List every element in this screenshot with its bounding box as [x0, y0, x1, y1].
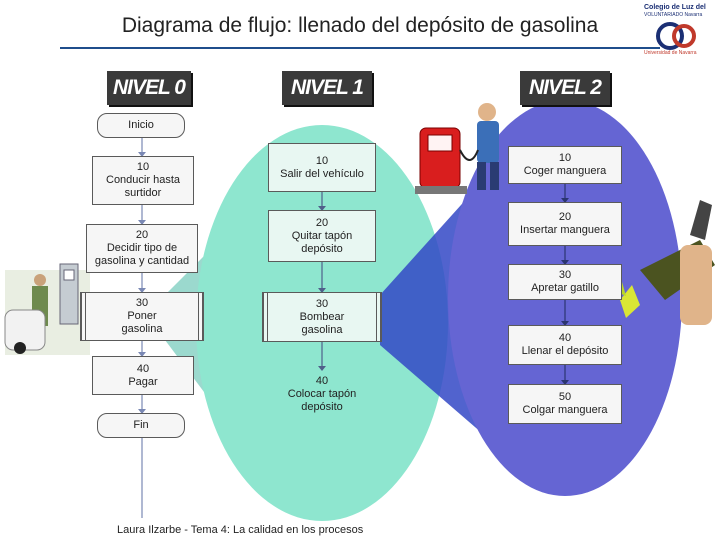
level0-step-40-num: 40 — [136, 362, 150, 375]
level1-step-10-text: Salir del vehículo — [280, 167, 364, 180]
level2-step-50: 50 Colgar manguera — [508, 384, 622, 424]
level1-step-40: 40 Colocar tapón depósito — [274, 370, 370, 418]
logo-text-line2: VOLUNTARIADO Navarra — [644, 12, 703, 18]
level2-arrowheads — [561, 198, 569, 385]
level-1-header: NIVEL 1 — [282, 71, 372, 105]
end-label: Fin — [133, 419, 149, 431]
footer-text: Laura Ilzarbe - Tema 4: La calidad en lo… — [117, 524, 364, 536]
level0-step-20-num: 20 — [135, 229, 149, 241]
level-2-header: NIVEL 2 — [520, 71, 610, 105]
level1-arrowheads — [318, 206, 326, 371]
title-underline — [60, 47, 660, 49]
logo-emblem-icon — [656, 22, 696, 50]
level1-step-40-num: 40 — [315, 374, 329, 387]
level2-step-20-num: 20 — [558, 211, 572, 223]
level1-step-10: 10 Salir del vehículo — [268, 143, 376, 192]
level2-step-40: 40 Llenar el depósito — [508, 325, 622, 365]
fuel-pump-attendant-icon — [415, 103, 499, 194]
level0-step-10: 10 Conducir hasta surtidor — [92, 156, 194, 205]
logo-text-line1: Colegio de Luz del — [644, 4, 706, 11]
level0-step-30-num: 30 — [135, 297, 149, 309]
level1-step-30-text: Bombear gasolina — [299, 310, 345, 336]
fuel-nozzle-icon — [612, 200, 715, 325]
level2-step-50-text: Colgar manguera — [522, 404, 608, 416]
start-label: Inicio — [128, 119, 154, 131]
level1-step-20-text: Quitar tapón depósito — [291, 229, 353, 255]
level1-step-30-num: 30 — [315, 297, 329, 310]
level0-step-30-subprocess: 30 Poner gasolina — [80, 292, 204, 341]
level0-step-40-text: Pagar — [128, 375, 158, 388]
level0-arrowheads — [138, 152, 146, 414]
level1-step-40-text: Colocar tapón depósito — [287, 387, 357, 413]
level2-step-10-text: Coger manguera — [523, 165, 607, 177]
level2-step-20-text: Insertar manguera — [520, 224, 610, 236]
level2-step-50-num: 50 — [558, 391, 572, 403]
subprocess-bar-left — [263, 293, 268, 341]
level0-step-20-text: Decidir tipo de gasolina y cantidad — [94, 242, 190, 267]
level2-step-30-text: Apretar gatillo — [531, 282, 599, 294]
page-title: Diagrama de flujo: llenado del depósito … — [121, 14, 599, 37]
level0-step-30-text: Poner gasolina — [121, 310, 163, 335]
level-0-header: NIVEL 0 — [107, 71, 191, 105]
car-at-pump-icon — [4, 263, 90, 355]
level0-step-10-text: Conducir hasta surtidor — [106, 174, 180, 199]
subprocess-bar-right — [376, 293, 381, 341]
level1-step-20: 20 Quitar tapón depósito — [268, 210, 376, 262]
level2-step-30-num: 30 — [558, 269, 572, 281]
level2-step-40-text: Llenar el depósito — [521, 345, 609, 357]
level1-step-10-num: 10 — [315, 154, 329, 167]
level0-step-40: 40 Pagar — [92, 356, 194, 395]
flow-start-terminal: Inicio — [97, 113, 185, 138]
flow-end-terminal: Fin — [97, 413, 185, 438]
logo-text-line3: Universidad de Navarra — [644, 50, 697, 56]
level2-step-40-num: 40 — [558, 332, 572, 344]
level0-step-20: 20 Decidir tipo de gasolina y cantidad — [86, 224, 198, 273]
level0-step-10-num: 10 — [136, 161, 150, 173]
level2-step-10: 10 Coger manguera — [508, 146, 622, 184]
level2-step-10-num: 10 — [558, 152, 572, 164]
subprocess-bar-left — [81, 293, 86, 340]
level1-step-20-num: 20 — [315, 216, 329, 229]
subprocess-bar-right — [198, 293, 203, 340]
organization-logo: Colegio de Luz del VOLUNTARIADO Navarra … — [636, 2, 718, 60]
level2-step-30: 30 Apretar gatillo — [508, 264, 622, 300]
level2-step-20: 20 Insertar manguera — [508, 202, 622, 246]
level1-step-30-subprocess: 30 Bombear gasolina — [262, 292, 382, 342]
